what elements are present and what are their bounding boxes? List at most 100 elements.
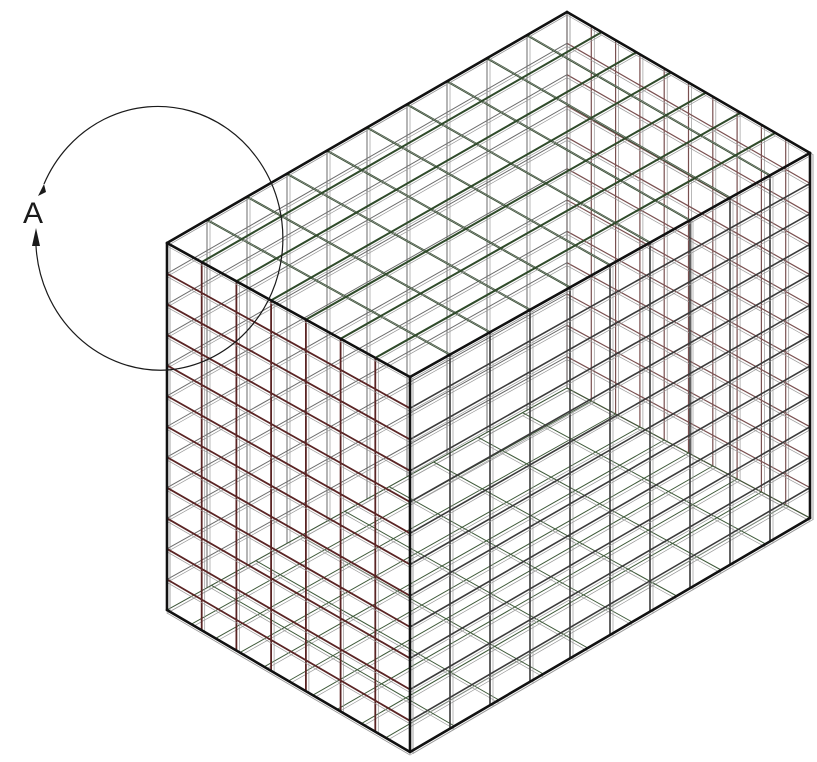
top-face-bar-shadow <box>449 82 694 223</box>
top-face-bar-shadow <box>249 198 494 335</box>
top-face-tie-shadow <box>340 115 741 343</box>
bottom-face-bar-shadow <box>193 402 595 627</box>
right-face-tie-shadow <box>409 338 811 568</box>
cage-edge <box>165 10 569 245</box>
right-face-tie <box>409 182 811 410</box>
top-face-tie <box>304 91 707 321</box>
right-face-tie-shadow <box>409 429 811 662</box>
right-face-tie <box>409 273 811 503</box>
detail-callout-a: A <box>23 105 284 371</box>
left-face-tie-shadow <box>166 245 411 381</box>
back-face-tie-shadow <box>566 14 811 157</box>
rear-left-face-tie-shadow <box>166 265 568 492</box>
top-face-tie <box>235 51 638 283</box>
rear-left-face-tie <box>166 293 568 519</box>
top-face-bar-shadow <box>209 221 454 357</box>
bottom-face-tie-shadow <box>255 563 500 704</box>
left-face-tie-shadow <box>166 337 411 475</box>
bottom-face-bar <box>166 387 568 611</box>
bottom-face-bar <box>215 413 617 639</box>
bottom-face-tie-shadow <box>344 513 589 652</box>
rear-left-face-tie <box>166 74 568 305</box>
bottom-face-bar <box>336 478 738 710</box>
bottom-face-tie <box>344 510 589 649</box>
back-face-tie <box>566 42 811 184</box>
top-face-tie-shadow <box>236 54 637 285</box>
rear-left-face-tie-shadow <box>166 45 568 277</box>
top-face-tie <box>339 111 742 340</box>
detail-callout-circle-lower <box>35 245 169 371</box>
right-face-tie <box>409 304 811 535</box>
bottom-face-bar-shadow <box>242 428 644 655</box>
bottom-face-tie <box>477 436 722 571</box>
bottom-face-bar <box>263 439 665 668</box>
bottom-face-bar-shadow <box>339 480 741 712</box>
bottom-face-bar <box>360 491 762 725</box>
bottom-face-tie-shadow <box>433 464 678 600</box>
left-face-tie <box>166 333 411 472</box>
rear-left-face-tie <box>166 105 568 336</box>
bottom-face-tie <box>522 412 767 545</box>
rear-left-face-tie <box>166 262 568 489</box>
right-face-tie <box>409 213 811 441</box>
top-face-tie <box>374 131 777 359</box>
bottom-face-tie-shadow <box>211 587 455 730</box>
rear-left-face-tie <box>166 230 568 458</box>
rear-left-face-tie <box>166 136 568 366</box>
left-face-tie-shadow <box>166 367 411 506</box>
right-face-tie-shadow <box>409 216 811 443</box>
left-face-tie-shadow <box>166 398 411 537</box>
bottom-face-bar-shadow <box>266 441 668 669</box>
left-face-tie <box>166 547 411 691</box>
left-face-tie-shadow <box>166 429 411 568</box>
cage-right-face <box>409 152 814 756</box>
left-face-tie-shadow <box>166 490 411 631</box>
right-face-tie-shadow <box>409 490 811 725</box>
rear-left-face-tie-shadow <box>166 296 568 522</box>
right-face-tie <box>409 456 811 691</box>
left-face-tie <box>166 272 411 410</box>
rear-left-face-tie <box>166 324 568 550</box>
right-face-tie-shadow <box>409 186 811 412</box>
cage-top-face <box>166 11 814 381</box>
bottom-face-tie <box>255 560 500 701</box>
rear-left-face-tie-shadow <box>166 233 568 461</box>
left-face-tie <box>166 394 411 535</box>
right-face-tie <box>409 243 811 472</box>
bottom-face-bar-shadow <box>315 467 717 698</box>
rear-left-face-tie-shadow <box>166 139 568 369</box>
rear-left-face-tie <box>166 168 568 397</box>
top-face-tie-shadow <box>166 14 568 247</box>
top-face-tie-shadow <box>270 75 672 304</box>
left-face-tie <box>166 364 411 503</box>
bottom-face-tie <box>388 486 633 623</box>
right-face-tie <box>409 486 811 722</box>
rear-left-face-tie-shadow <box>166 202 568 430</box>
top-face-tie-shadow <box>409 155 811 381</box>
rear-left-face-tie-shadow <box>166 77 568 308</box>
rear-left-face-tie-shadow <box>166 327 568 553</box>
top-face-tie-shadow <box>201 34 603 266</box>
bottom-face-bar <box>288 452 689 682</box>
bottom-face-tie-shadow <box>522 415 766 548</box>
cage-outline-edges <box>165 10 812 754</box>
cage-edge <box>408 151 812 379</box>
left-face-tie-shadow <box>166 306 411 443</box>
right-face-tie <box>409 365 811 597</box>
rear-left-face-tie-shadow <box>166 108 568 339</box>
right-face-tie-shadow <box>409 398 811 631</box>
callout-arrowhead-down <box>32 228 40 246</box>
left-face-tie <box>166 456 411 597</box>
top-face-bar-shadow <box>289 174 534 312</box>
left-face-tie-shadow <box>166 551 411 693</box>
right-face-tie <box>409 334 811 566</box>
right-face-tie <box>409 425 811 660</box>
top-face-bar-shadow <box>329 151 574 290</box>
bottom-face-bar-shadow <box>291 454 692 683</box>
rear-left-face-tie <box>166 356 568 580</box>
left-face-tie <box>166 517 411 660</box>
detail-callout-circle <box>43 105 284 371</box>
right-face-tie-shadow <box>409 307 811 537</box>
